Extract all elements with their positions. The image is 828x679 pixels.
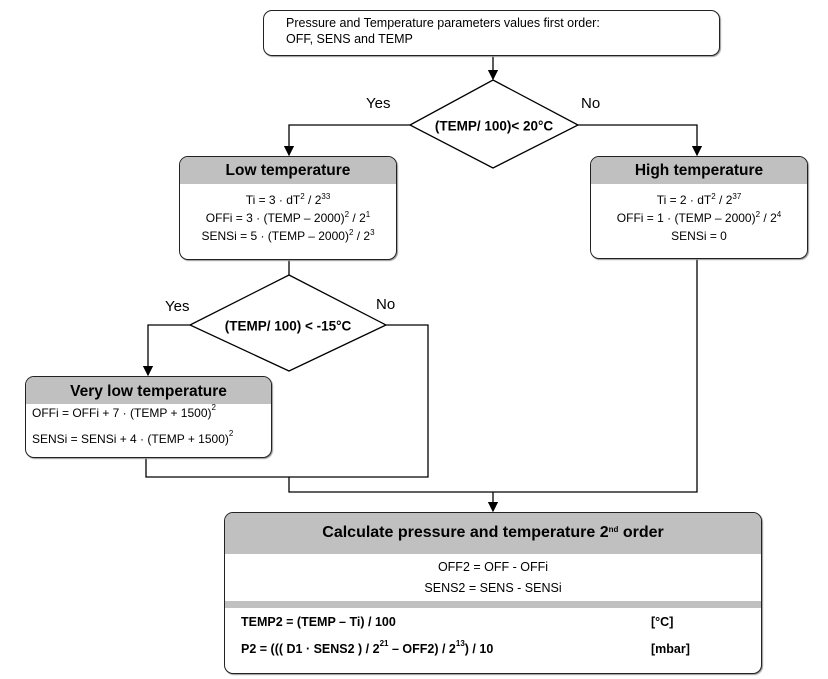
low-ti: Ti = 3 · dT2 / 233	[245, 192, 331, 207]
low-temperature-box: Low temperature Ti = 3 · dT2 / 233 OFFi …	[179, 156, 397, 260]
high-title: High temperature	[591, 157, 807, 184]
final-off2: OFF2 = OFF - OFFi	[437, 560, 549, 574]
final-sens2: SENS2 = SENS - SENSi	[424, 581, 562, 595]
decision1-text: (TEMP/ 100)< 20°C	[434, 118, 554, 134]
arrow-yes-verylow	[142, 324, 190, 377]
low-sensi: SENSi = 5 · (TEMP – 2000)2 / 23	[201, 228, 375, 243]
verylow-offi: OFFi = OFFi + 7 · (TEMP + 1500)2	[32, 403, 216, 420]
high-temperature-box: High temperature Ti = 2 · dT2 / 237 OFFi…	[590, 156, 808, 259]
final-calculation-box: Calculate pressure and temperature 2nd o…	[224, 512, 762, 674]
final-p2-unit: [mbar]	[651, 642, 690, 656]
verylow-title: Very low temperature	[26, 377, 271, 404]
final-temp2: TEMP2 = (TEMP – Ti) / 100	[241, 615, 396, 629]
start-box: Pressure and Temperature parameters valu…	[263, 10, 720, 56]
line-no-merge	[145, 324, 429, 478]
arrow-no-high	[578, 124, 703, 157]
decision1-yes: Yes	[366, 95, 391, 112]
start-line2: OFF, SENS and TEMP	[286, 32, 413, 46]
decision2-diamond	[188, 274, 388, 372]
arrow-yes-low	[283, 124, 410, 157]
final-temp2-unit: [°C]	[651, 615, 674, 629]
high-offi: OFFi = 1 · (TEMP – 2000)2 / 24	[616, 210, 782, 225]
final-p2: P2 = ((( D1 · SENS2 ) / 221 – OFF2) / 21…	[241, 639, 494, 656]
verylow-sensi: SENSi = SENSi + 4 · (TEMP + 1500)2	[32, 429, 234, 446]
final-title: Calculate pressure and temperature 2nd o…	[225, 513, 761, 554]
low-offi: OFFi = 3 · (TEMP – 2000)2 / 21	[205, 210, 371, 225]
very-low-temperature-box: Very low temperature OFFi = OFFi + 7 · (…	[25, 376, 272, 458]
line-merge-high	[288, 258, 698, 493]
decision2-no: No	[376, 296, 396, 313]
low-title: Low temperature	[180, 157, 396, 184]
decision2-yes: Yes	[165, 298, 190, 315]
decision1-no: No	[581, 95, 601, 112]
start-line1: Pressure and Temperature parameters valu…	[286, 16, 600, 30]
divider-band	[225, 601, 761, 608]
decision2-text: (TEMP/ 100) < -15°C	[224, 318, 352, 334]
decision1-diamond	[408, 79, 580, 169]
high-ti: Ti = 2 · dT2 / 237	[656, 192, 742, 207]
high-sensi: SENSi = 0	[671, 229, 727, 243]
